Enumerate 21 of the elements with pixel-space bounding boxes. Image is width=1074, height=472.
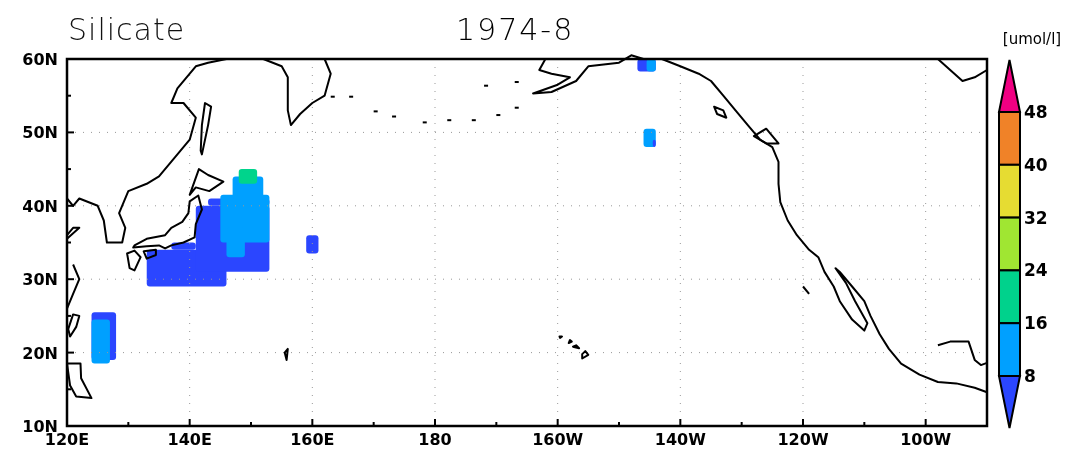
colorbar-tick-label: 40 <box>1024 154 1048 175</box>
axis-tick-label: 160E <box>290 430 335 449</box>
date-label: 1974-8 <box>456 12 575 47</box>
chart-title: Silicate <box>68 12 186 47</box>
axis-tick-label: 160W <box>532 430 584 449</box>
colorbar-tick-label: 8 <box>1024 366 1036 386</box>
axis-tick-label: 50N <box>22 122 58 142</box>
colorbar-tick-label: 48 <box>1024 102 1048 122</box>
colorbar-tick-label: 24 <box>1024 260 1048 281</box>
colorbar-tick-label: 16 <box>1024 313 1048 334</box>
unit-label: [umol/l] <box>1002 30 1062 48</box>
axis-tick-label: 30N <box>22 269 58 289</box>
axis-tick-label: 120W <box>777 430 829 449</box>
axis-tick-label: 20N <box>22 343 58 363</box>
axis-tick-label: 180 <box>418 430 452 449</box>
axis-tick-label: 140E <box>167 430 212 449</box>
axis-tick-label: 100W <box>900 430 952 449</box>
axis-tick-label: 40N <box>22 196 58 216</box>
axis-tick-label: 140W <box>654 430 706 449</box>
colorbar-tick-label: 32 <box>1024 207 1048 228</box>
axis-tick-label: 60N <box>22 49 58 69</box>
